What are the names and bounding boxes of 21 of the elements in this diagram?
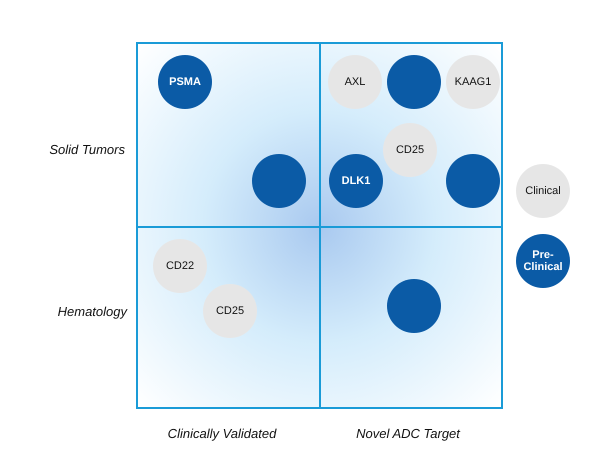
target-circle: CD25 [383, 123, 437, 177]
row-label: Solid Tumors [49, 142, 125, 157]
quadrant-panel [319, 42, 503, 228]
target-circle: KAAG1 [446, 55, 500, 109]
target-circle: CD25 [203, 284, 257, 338]
target-circle: DLK1 [329, 154, 383, 208]
target-circle [387, 55, 441, 109]
target-circle: CD22 [153, 239, 207, 293]
legend-circle: Clinical [516, 164, 570, 218]
column-label: Novel ADC Target [356, 426, 460, 441]
target-circle [446, 154, 500, 208]
target-circle: PSMA [158, 55, 212, 109]
row-label: Hematology [58, 304, 127, 319]
target-circle: AXL [328, 55, 382, 109]
legend-circle: Pre-Clinical [516, 234, 570, 288]
target-circle [387, 279, 441, 333]
quadrant-panel [136, 42, 321, 228]
quadrant-panel [319, 226, 503, 409]
quadrant-panel [136, 226, 321, 409]
target-circle [252, 154, 306, 208]
column-label: Clinically Validated [168, 426, 276, 441]
